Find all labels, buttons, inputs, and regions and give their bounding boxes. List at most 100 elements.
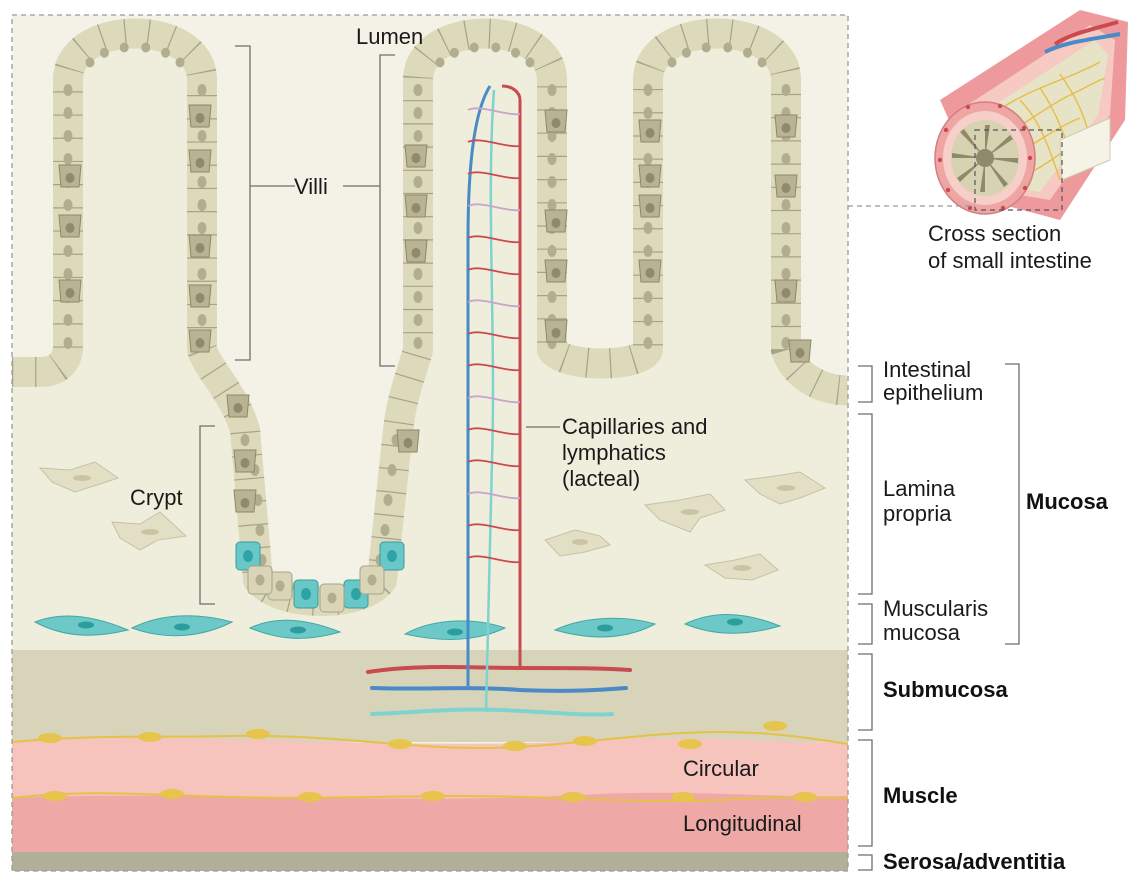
longitudinal-label: Longitudinal (683, 811, 802, 836)
goblet-nucleus (782, 183, 791, 193)
cell-nucleus (782, 153, 791, 165)
circular-label: Circular (683, 756, 759, 781)
cell-nucleus (644, 245, 653, 257)
goblet-nucleus (552, 118, 561, 128)
muscle-label: Muscle (883, 783, 958, 808)
goblet-nucleus (241, 498, 250, 508)
cross-section-inset (848, 10, 1128, 220)
goblet-nucleus (412, 153, 421, 163)
cell-nucleus (414, 314, 423, 326)
cell-nucleus (526, 57, 535, 67)
cell-nucleus (64, 245, 73, 257)
capillaries-label-line2: lymphatics (562, 440, 666, 465)
goblet-nucleus (196, 243, 205, 253)
cell-nucleus (414, 84, 423, 96)
lamina-propria-label-line1: Lamina (883, 476, 956, 501)
cell-nucleus (100, 48, 109, 58)
goblet-nucleus (796, 348, 805, 358)
cell-nucleus (198, 176, 207, 188)
cell-nucleus (276, 581, 285, 592)
cell-nucleus (64, 268, 73, 280)
cell-nucleus (414, 222, 423, 234)
muscularis-mucosa-bracket (858, 604, 872, 644)
cell-nucleus (328, 593, 337, 604)
cell-nucleus (241, 434, 250, 446)
cell-nucleus (435, 57, 444, 67)
goblet-nucleus (782, 288, 791, 298)
cell-nucleus (782, 314, 791, 326)
cell-nucleus (64, 314, 73, 326)
goblet-nucleus (552, 328, 561, 338)
lamina-propria-label-line2: propria (883, 501, 952, 526)
cell-nucleus (368, 575, 377, 586)
cell-nucleus (723, 42, 732, 52)
cell-nucleus (161, 48, 170, 58)
stem-nucleus (243, 550, 253, 562)
cell-nucleus (511, 48, 520, 58)
lumen-label: Lumen (356, 24, 423, 49)
cell-nucleus (470, 42, 479, 52)
cell-nucleus (198, 84, 207, 96)
cell-nucleus (256, 575, 265, 586)
submucosa-bracket (858, 654, 872, 730)
cell-nucleus (64, 84, 73, 96)
cell-nucleus (548, 176, 557, 188)
cell-nucleus (548, 291, 557, 303)
capillaries-label-line1: Capillaries and (562, 414, 708, 439)
cell-nucleus (198, 222, 207, 234)
muscularis-mucosa-label-line1: Muscularis (883, 596, 988, 621)
lamina-propria-bracket (858, 414, 872, 594)
crypt-label: Crypt (130, 485, 183, 510)
cell-nucleus (450, 48, 459, 58)
cell-nucleus (702, 42, 711, 52)
goblet-nucleus (234, 403, 243, 413)
intestinal-epithelium-label-line2: epithelium (883, 380, 983, 405)
cell-nucleus (644, 153, 653, 165)
cell-nucleus (644, 337, 653, 349)
cell-nucleus (782, 222, 791, 234)
goblet-nucleus (196, 293, 205, 303)
cell-nucleus (381, 524, 390, 536)
cell-nucleus (548, 199, 557, 211)
cell-nucleus (491, 42, 500, 52)
goblet-nucleus (646, 173, 655, 183)
cell-nucleus (682, 48, 691, 58)
cell-nucleus (198, 199, 207, 211)
cell-nucleus (644, 107, 653, 119)
cell-nucleus (414, 268, 423, 280)
cell-nucleus (198, 314, 207, 326)
cell-nucleus (198, 130, 207, 142)
cell-nucleus (782, 268, 791, 280)
cell-nucleus (667, 57, 676, 67)
cell-nucleus (548, 153, 557, 165)
goblet-nucleus (241, 458, 250, 468)
intestinal-epithelium-bracket (858, 366, 872, 402)
cell-nucleus (782, 199, 791, 211)
cell-nucleus (64, 199, 73, 211)
cross-section-label-line1: Cross section (928, 221, 1061, 246)
muscularis-mucosa-label-line2: mucosa (883, 620, 961, 645)
cell-nucleus (414, 176, 423, 188)
cell-nucleus (256, 524, 265, 536)
cell-nucleus (782, 84, 791, 96)
mucosa-bracket (1005, 364, 1019, 644)
cell-nucleus (85, 57, 94, 67)
goblet-nucleus (412, 248, 421, 258)
serosa-bracket (858, 855, 872, 870)
goblet-nucleus (196, 158, 205, 168)
goblet-nucleus (646, 128, 655, 138)
cell-nucleus (644, 222, 653, 234)
goblet-nucleus (782, 123, 791, 133)
mucosa-label: Mucosa (1026, 489, 1109, 514)
goblet-nucleus (412, 203, 421, 213)
goblet-nucleus (196, 338, 205, 348)
cell-nucleus (64, 130, 73, 142)
cell-nucleus (644, 291, 653, 303)
cell-nucleus (176, 57, 185, 67)
cell-nucleus (64, 107, 73, 119)
goblet-nucleus (646, 268, 655, 278)
cell-nucleus (414, 130, 423, 142)
cell-nucleus (120, 42, 129, 52)
cell-nucleus (743, 48, 752, 58)
cell-nucleus (384, 494, 393, 506)
